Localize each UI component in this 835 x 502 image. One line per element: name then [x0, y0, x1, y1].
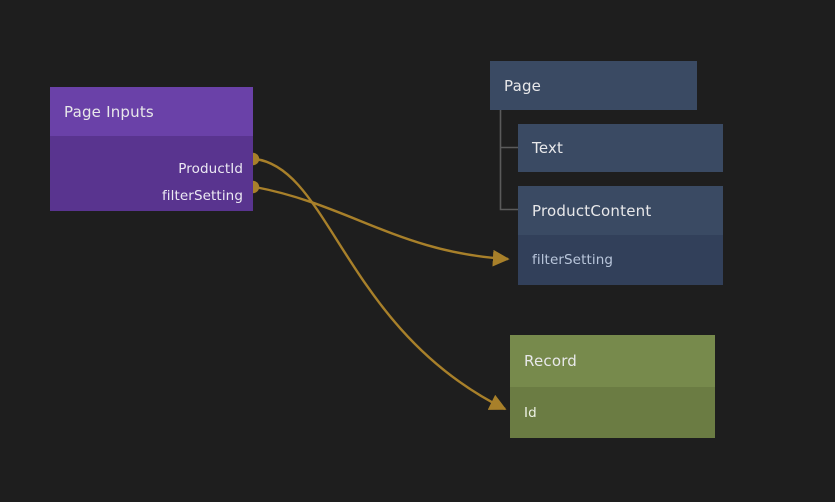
port-product-content-filtersetting-label: filterSetting: [532, 252, 614, 268]
node-text[interactable]: Text: [518, 124, 723, 172]
port-record-id[interactable]: Id: [510, 387, 715, 438]
node-page[interactable]: Page: [490, 61, 697, 110]
port-productid[interactable]: ProductId: [50, 155, 253, 182]
port-filtersetting[interactable]: filterSetting: [50, 182, 253, 209]
node-text-title: Text: [532, 139, 564, 157]
node-page-inputs-title: Page Inputs: [50, 87, 253, 136]
node-record-title: Record: [510, 335, 715, 387]
node-page-inputs[interactable]: Page Inputs ProductId filterSetting: [50, 87, 253, 211]
edge-filtersetting-to-productcontent: [254, 185, 510, 267]
node-product-content-title: ProductContent: [518, 186, 723, 235]
node-page-title: Page: [504, 76, 542, 95]
port-filtersetting-label: filterSetting: [161, 187, 243, 204]
port-product-content-filtersetting[interactable]: filterSetting: [518, 235, 723, 285]
node-record[interactable]: Record Id: [510, 335, 715, 438]
port-record-id-label: Id: [524, 404, 537, 421]
node-product-content[interactable]: ProductContent filterSetting: [518, 186, 723, 285]
port-productid-label: ProductId: [178, 160, 243, 177]
edge-productid-to-record-id: [254, 157, 507, 411]
